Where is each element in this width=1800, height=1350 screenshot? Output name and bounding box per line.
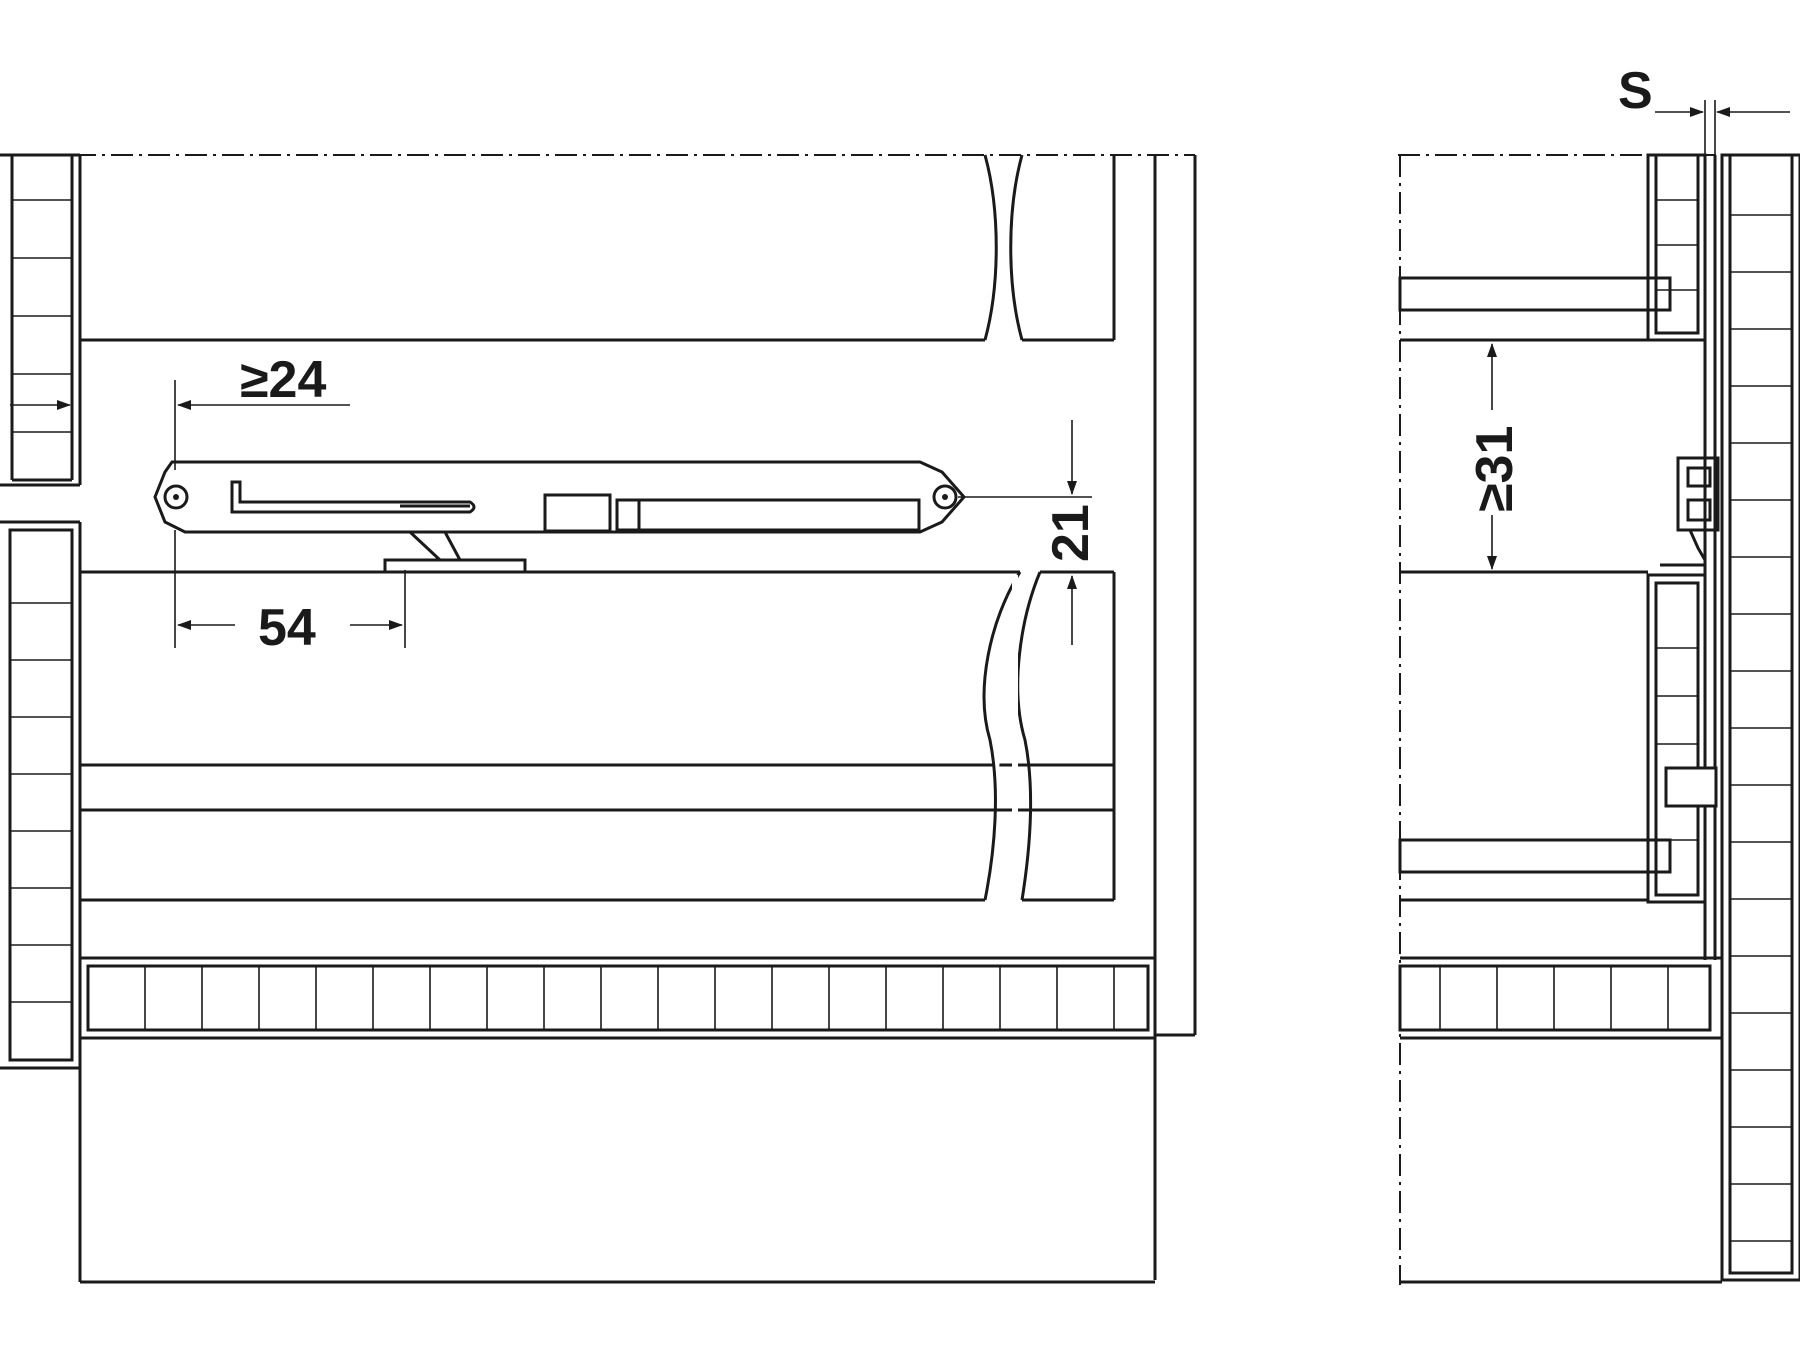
right-side-panel [1720,153,1800,1282]
side-mechanism-clip [1660,456,1720,567]
soft-close-mechanism [153,460,966,574]
upper-drawer [80,154,1116,342]
screw-left [163,484,189,510]
dimension-min-24: ≥24 [10,351,350,470]
lower-drawer [80,570,1116,902]
break-line-left [982,571,1022,901]
cabinet-bottom [78,956,1155,1284]
break-line-right [1016,571,1042,901]
side-bottom [1398,956,1722,1284]
left-side-panel-lower [0,520,82,1070]
left-side-panel-upper [0,153,82,487]
dimension-54: 54 [174,530,406,657]
damper-cylinder [543,493,612,533]
dimension-21: 21 [958,420,1100,645]
upper-drawer-side [1398,153,1707,342]
dimension-s: S [1618,62,1790,155]
front-view: ≥24 54 21 [0,153,1197,1284]
lower-drawer-side [1398,570,1718,904]
cabinet-right-edge [1153,155,1197,1280]
lever-arm [230,480,476,514]
dimension-min-31-label: ≥31 [1466,426,1524,512]
mounting-foot [383,530,527,574]
dimension-54-label: 54 [258,599,316,657]
dimension-min-24-label: ≥24 [240,351,326,409]
screw-right [932,484,958,510]
mechanism-housing [153,460,966,534]
dimension-21-label: 21 [1042,504,1100,562]
side-view: ≥31 S [1398,62,1800,1285]
dimension-s-label: S [1618,62,1653,120]
dimension-min-31: ≥31 [1466,343,1524,570]
